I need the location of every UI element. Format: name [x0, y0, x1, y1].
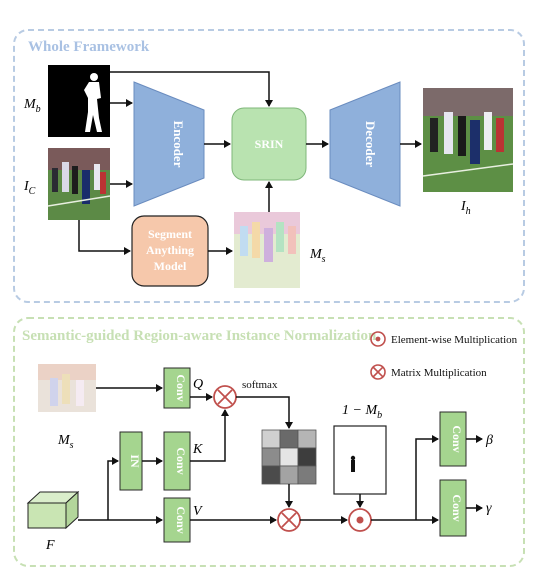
- svg-text:Conv: Conv: [174, 447, 188, 474]
- label-ic: IC: [23, 179, 36, 197]
- elementwise-op-icon: [370, 331, 386, 347]
- conv-k-block: Conv: [163, 431, 191, 491]
- encoder-block: [133, 81, 205, 207]
- label-f: F: [45, 538, 55, 553]
- label-ih: Ih: [460, 199, 471, 217]
- feature-f-cube: [26, 490, 80, 530]
- sam-label-2: Anything: [146, 243, 194, 257]
- arrow-to-convbeta: [415, 435, 439, 520]
- label-beta: β: [485, 433, 493, 448]
- svg-text:Conv: Conv: [450, 494, 464, 521]
- segmentation-ms-image-bottom: [38, 364, 96, 412]
- output-ih-image: [422, 88, 514, 192]
- label-mb: Mb: [23, 97, 41, 115]
- srin-label: SRIN: [255, 137, 284, 151]
- segmentation-ms-image-top: [234, 212, 300, 288]
- elementwise-op: [348, 508, 372, 532]
- sam-label-3: Model: [154, 259, 187, 273]
- svg-text:Conv: Conv: [450, 425, 464, 452]
- mask-inverse-silhouette: [350, 455, 356, 472]
- arrow-matmul-softmax-grid: [236, 396, 293, 429]
- arrow-k-matmul: [190, 409, 229, 462]
- mask-mb-image: [48, 65, 110, 137]
- in-block: IN: [119, 431, 143, 491]
- label-k: K: [192, 442, 203, 457]
- matmul-op-2: [277, 508, 301, 532]
- matrix-op-icon: [370, 364, 386, 380]
- label-q: Q: [193, 377, 203, 392]
- attention-grid: [261, 429, 317, 485]
- label-gamma: γ: [486, 501, 492, 516]
- decoder-block: [329, 81, 401, 207]
- srin-detail-panel: [13, 317, 525, 567]
- legend-matrix: Matrix Multiplication: [370, 364, 487, 380]
- arrow-ic-sam: [78, 220, 131, 255]
- whole-framework-title: Whole Framework: [28, 39, 150, 55]
- svg-text:Element-wise Multiplication: Element-wise Multiplication: [391, 334, 518, 346]
- matmul-op-1: [213, 385, 237, 409]
- conv-v-block: Conv: [163, 497, 191, 543]
- svg-text:IN: IN: [128, 454, 142, 468]
- label-v: V: [193, 504, 203, 519]
- conv-gamma-block: Conv: [439, 479, 467, 537]
- legend-elementwise: Element-wise Multiplication: [370, 331, 518, 347]
- svg-text:Conv: Conv: [174, 506, 188, 533]
- svg-text:Matrix Multiplication: Matrix Multiplication: [391, 367, 487, 379]
- softmax-label: softmax: [242, 379, 278, 391]
- label-ms-bottom: Ms: [57, 433, 74, 451]
- input-ic-image: [47, 148, 111, 220]
- svg-text:Conv: Conv: [174, 374, 188, 401]
- mask-inverse-image: [333, 425, 387, 495]
- label-mask-inverse: 1 − Mb: [342, 403, 382, 421]
- conv-q-block: Conv: [163, 367, 191, 409]
- conv-beta-block: Conv: [439, 411, 467, 467]
- whole-framework-panel: [13, 29, 525, 303]
- decoder-label: Decoder: [363, 121, 378, 167]
- srin-detail-title: Semantic-guided Region-aware Instance No…: [22, 328, 377, 344]
- sam-label-1: Segment: [148, 227, 192, 241]
- label-ms-top: Ms: [309, 247, 326, 265]
- encoder-label: Encoder: [171, 121, 186, 168]
- arrow-f-in: [107, 457, 119, 520]
- arrow-mb-srin: [110, 71, 273, 107]
